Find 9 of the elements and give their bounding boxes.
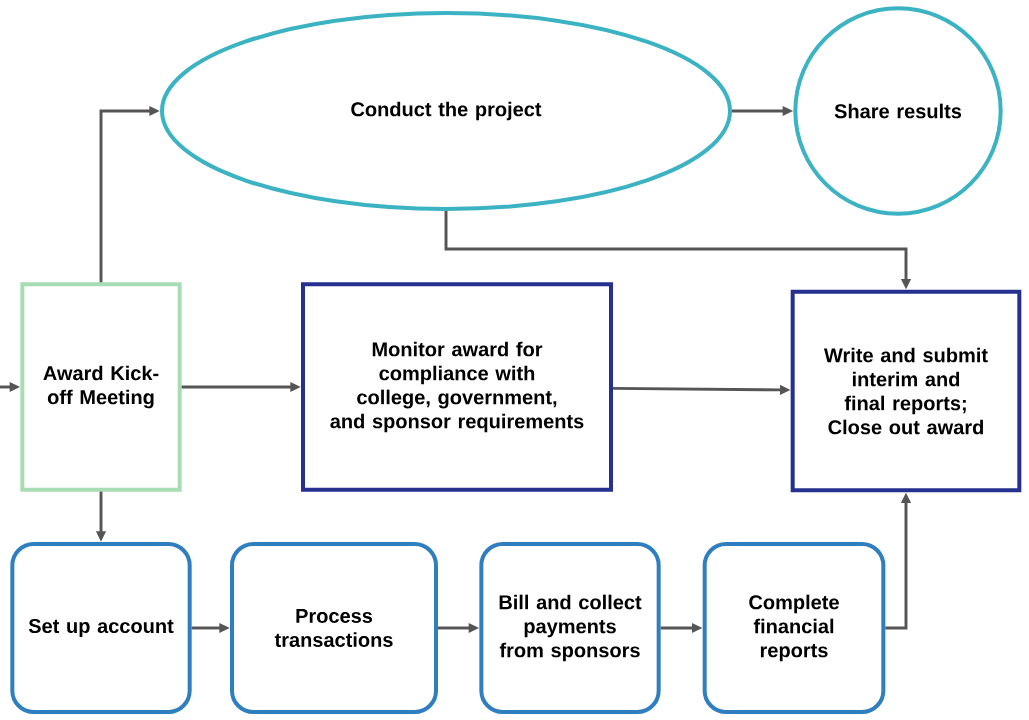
process-box: Complete financial reports	[702, 542, 886, 714]
process-box: Write and submit interim and final reports; Close out award	[790, 289, 1022, 493]
process-box: Monitor award for compliance with college, government, and sponsor requirements	[301, 282, 613, 492]
process-box: Set up account	[10, 542, 192, 714]
process-box: Award Kick-off Meeting	[20, 282, 182, 492]
ellipse-node: Conduct the project	[160, 11, 732, 211]
process-box: Process transactions	[230, 542, 438, 714]
process-box: Bill and collect payments from sponsors	[479, 542, 661, 714]
circle-node: Share results	[793, 6, 1003, 216]
